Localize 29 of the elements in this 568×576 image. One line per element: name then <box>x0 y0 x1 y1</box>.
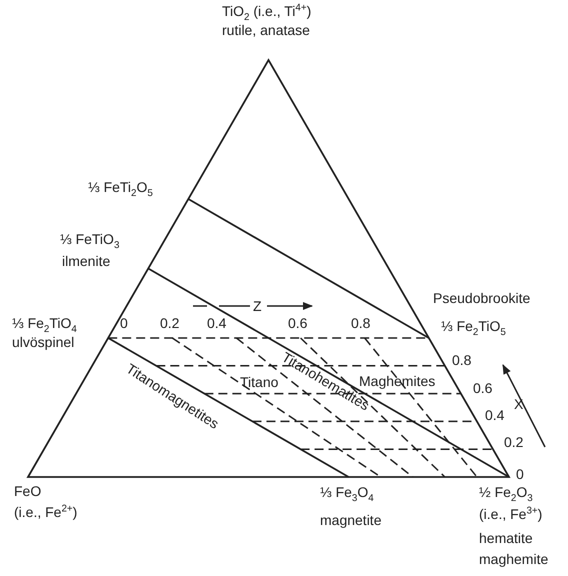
compound-label: ⅓ Fe$_{2}$TiO$_{4}$ <box>12 315 77 332</box>
mineral-label: maghemite <box>479 551 548 568</box>
compound-label: (i.e., Fe$^{2+}$) <box>14 504 78 521</box>
mineral-label: ilmenite <box>62 253 110 270</box>
tick-label: 0 <box>120 315 128 332</box>
tick-label: 0.8 <box>452 352 472 369</box>
tick-label: 0.6 <box>473 380 492 397</box>
tick-label: 0.4 <box>485 407 504 424</box>
compound-label: ⅓ Fe$_{3}$O$_{4}$ <box>320 484 374 501</box>
compound-label: (i.e., Fe$^{3+}$) <box>479 506 542 523</box>
mineral-label: ulvöspinel <box>12 334 74 351</box>
compound-label: ⅓ Fe$_{2}$TiO$_{5}$ <box>441 318 506 335</box>
tick-label: 0.6 <box>288 315 308 332</box>
mineral-label: magnetite <box>320 512 382 529</box>
compound-label: ½ Fe$_{2}$O$_{3}$ <box>479 484 533 501</box>
tick-label: 0.4 <box>207 315 226 332</box>
region-label: Titano <box>240 374 278 391</box>
tick-label: 0.8 <box>351 315 370 332</box>
mineral-label: hematite <box>479 530 533 547</box>
compound-label: ⅓ FeTi$_{2}$O$_{5}$ <box>88 179 153 196</box>
mineral-label: Pseudobrookite <box>433 290 530 307</box>
mineral-label: rutile, anatase <box>222 22 310 39</box>
compound-label: ⅓ FeTiO$_{3}$ <box>60 231 120 248</box>
tick-label: 0.2 <box>504 434 524 451</box>
tick-label: 0.2 <box>160 315 180 332</box>
compound-label: TiO$_{2}$ (i.e., Ti$^{4+}$) <box>222 3 312 20</box>
compound-label: FeO <box>14 483 42 500</box>
axis-label: Z <box>253 298 262 315</box>
tick-label: 0 <box>516 466 524 483</box>
